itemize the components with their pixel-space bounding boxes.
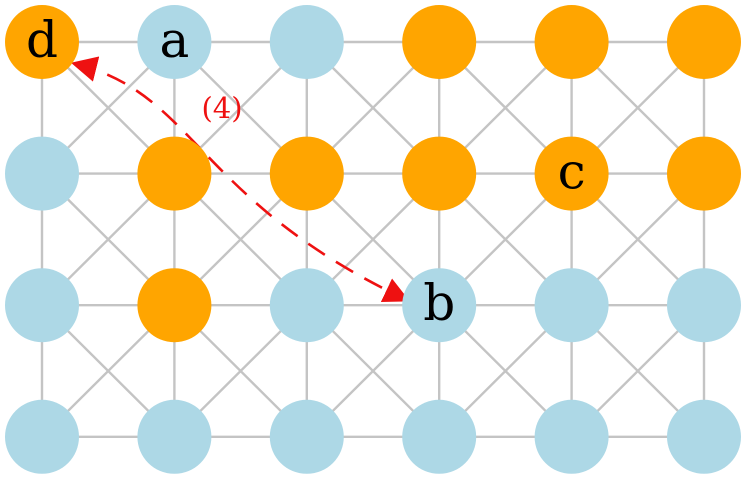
node-layer: [5, 5, 741, 474]
node-blue: [5, 136, 79, 211]
node-orange: [5, 5, 79, 79]
annotation-arrow-layer: (4): [70, 56, 410, 302]
node-orange: [402, 136, 477, 211]
node-orange: [667, 136, 741, 211]
node-blue: [667, 399, 741, 474]
node-orange: [137, 268, 212, 343]
node-orange: [534, 5, 609, 79]
node-orange: [269, 136, 344, 211]
node-blue: [5, 268, 79, 343]
node-blue: [269, 399, 344, 474]
node-orange: [667, 5, 741, 79]
node-orange: [534, 136, 609, 211]
node-blue: [402, 399, 477, 474]
node-blue: [269, 268, 344, 343]
node-label: b: [423, 274, 455, 332]
node-blue: [534, 268, 609, 343]
node-blue: [269, 5, 344, 79]
dashed-arrow: [70, 56, 410, 302]
label-layer: d a c b: [26, 11, 586, 332]
node-orange: [402, 5, 477, 79]
node-blue: [5, 399, 79, 474]
node-label: a: [159, 11, 189, 69]
node-blue: [667, 268, 741, 343]
node-blue: [534, 399, 609, 474]
node-blue: [137, 5, 212, 79]
node-orange: [137, 136, 212, 211]
node-blue: [137, 399, 212, 474]
edge-layer: [40, 40, 706, 438]
arrow-weight-label: (4): [201, 91, 242, 125]
node-label: c: [558, 143, 586, 201]
node-label: d: [26, 11, 58, 69]
node-blue: [402, 268, 477, 343]
